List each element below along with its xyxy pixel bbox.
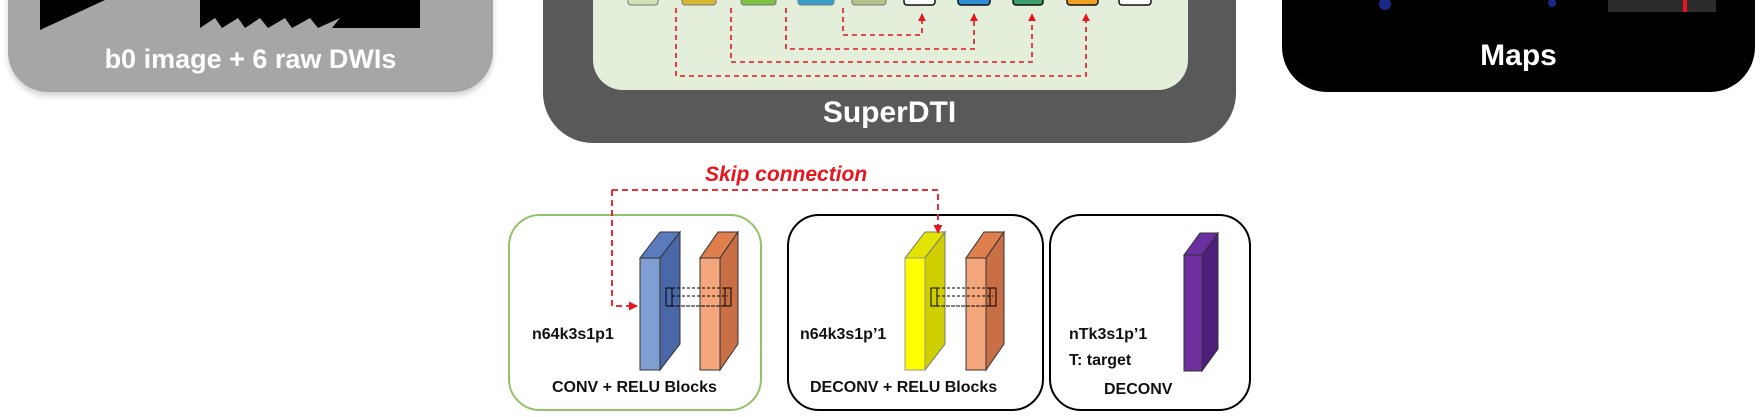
conv-layer (638, 230, 682, 372)
deconv-kernel-link (930, 287, 997, 307)
maps-panel: Maps (1282, 0, 1755, 92)
input-images-icon (40, 0, 420, 30)
final-caption: DECONV (1104, 381, 1173, 398)
superdti-blocks (627, 0, 1152, 6)
skip-connection-arrow (611, 189, 943, 311)
skip-connection-label: Skip connection (705, 163, 868, 186)
maps-panel-label: Maps (1480, 39, 1557, 72)
superdti-skip-connections (675, 8, 1090, 77)
final-target: T: target (1069, 352, 1132, 369)
deconv-layer (903, 230, 947, 372)
relu-layer (699, 230, 739, 372)
deconv-params: n64k3s1p’1 (800, 326, 887, 343)
deconv-caption: DECONV + RELU Blocks (810, 379, 998, 396)
conv-params: n64k3s1p1 (532, 326, 614, 343)
superdti-panel-label: SuperDTI (822, 96, 957, 129)
conv-kernel-link (665, 287, 732, 307)
deconv-relu-layer (965, 230, 1005, 372)
conv-caption: CONV + RELU Blocks (552, 379, 717, 396)
maps-images (1379, 0, 1716, 12)
input-panel-label: b0 image + 6 raw DWIs (104, 44, 397, 74)
final-params: nTk3s1p’1 (1069, 326, 1148, 343)
final-deconv-layer (1183, 231, 1219, 373)
